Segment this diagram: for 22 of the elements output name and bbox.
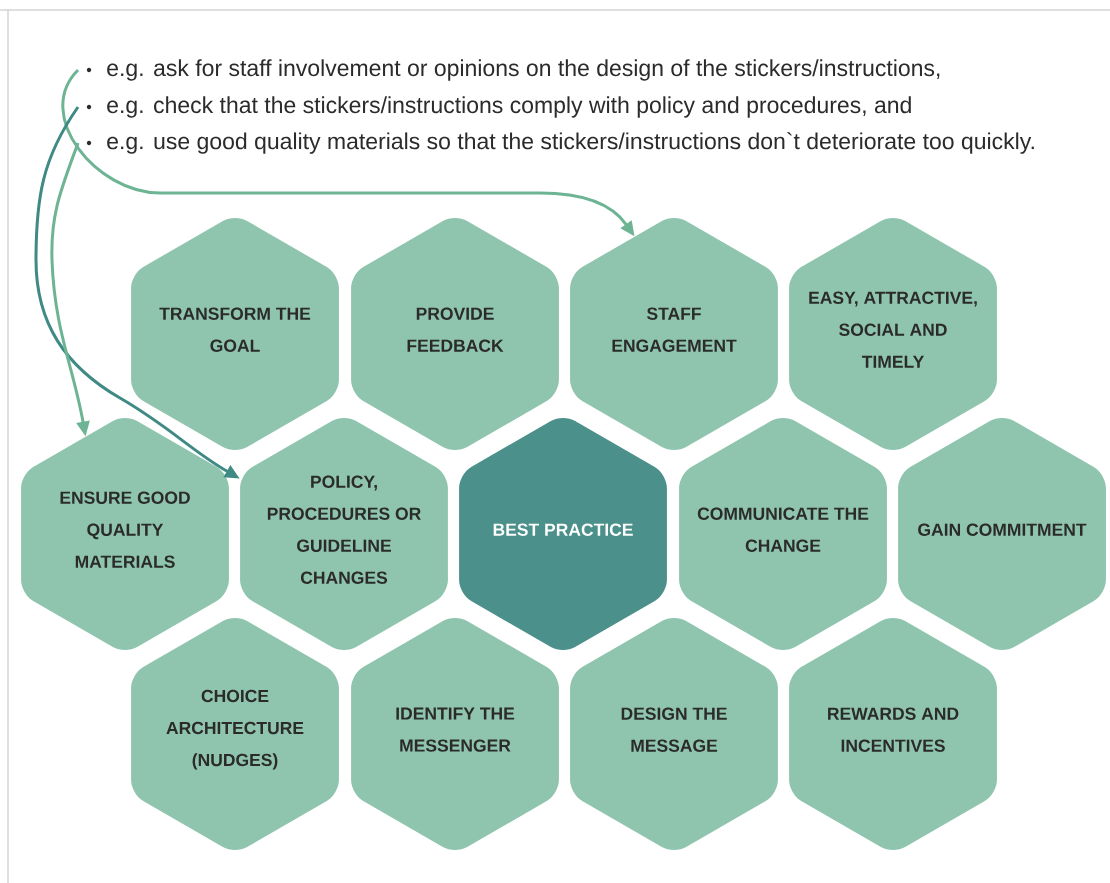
hexagon: PROVIDE FEEDBACK (351, 218, 559, 450)
hexagon: ENSURE GOOD QUALITY MATERIALS (21, 418, 229, 650)
hexagon: REWARDS AND INCENTIVES (789, 618, 997, 850)
hexagon: POLICY, PROCEDURES OR GUIDELINE CHANGES (240, 418, 448, 650)
hexagon: DESIGN THE MESSAGE (570, 618, 778, 850)
hexagon: IDENTIFY THE MESSENGER (351, 618, 559, 850)
hexagon: TRANSFORM THE GOAL (131, 218, 339, 450)
hexagon: COMMUNICATE THE CHANGE (679, 418, 887, 650)
hexagon: CHOICE ARCHITECTURE (NUDGES) (131, 618, 339, 850)
node-label: CHOICE ARCHITECTURE (NUDGES) (166, 689, 304, 770)
hexagon: EASY, ATTRACTIVE, SOCIAL AND TIMELY (789, 218, 997, 450)
bullet-text: e.g. ask for staff involvement or opinions on the design of the stickers/instructions, (107, 59, 940, 81)
center-hexagon: BEST PRACTICE (459, 418, 667, 650)
hexagon: GAIN COMMITMENT (898, 418, 1106, 650)
node-label: TRANSFORM THE GOAL (159, 307, 311, 352)
node-label: POLICY, PROCEDURES OR GUIDELINE CHANGES (267, 475, 421, 584)
bullet-text: e.g. use good quality materials so that the stickers/instructions don`t deteriorate too quickly. (107, 132, 1034, 154)
hexagon: STAFF ENGAGEMENT (570, 218, 778, 450)
bullet-text: e.g. check that the stickers/instructions comply with policy and procedures, and (107, 96, 911, 118)
node-label: COMMUNICATE THE CHANGE (697, 507, 869, 552)
node-label: REWARDS AND INCENTIVES (828, 707, 959, 752)
node-label: EASY, ATTRACTIVE, SOCIAL AND TIMELY (809, 291, 977, 368)
